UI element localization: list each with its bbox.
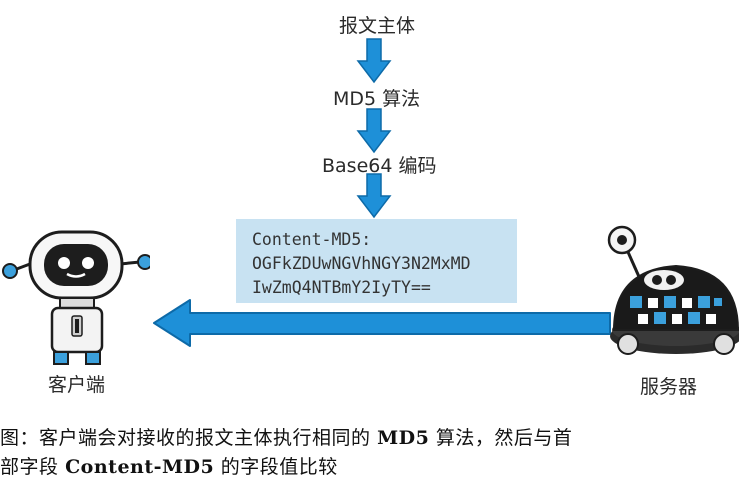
server-label: 服务器: [640, 376, 698, 398]
caption-line-1: 图：客户端会对接收的报文主体执行相同的 MD5 算法，然后与首: [0, 423, 572, 450]
down-arrow-icon: [356, 108, 392, 154]
down-arrow-icon: [356, 173, 392, 219]
server-robot-icon: [607, 225, 739, 355]
content-md5-box: Content-MD5: OGFkZDUwNGVhNGY3N2MxMD IwZm…: [236, 219, 517, 303]
content-md5-value-line1: OGFkZDUwNGVhNGY3N2MxMD: [252, 254, 471, 273]
caption-text: 算法，然后与首: [435, 427, 573, 449]
client-label: 客户端: [48, 374, 106, 396]
client-robot-icon: [2, 230, 150, 365]
caption-text: 的字段值比较: [220, 456, 338, 478]
caption-text: 图：客户端会对接收的报文主体执行相同的: [0, 427, 371, 449]
step-md5-label: MD5 算法: [333, 88, 421, 110]
caption-text: 部字段: [0, 456, 59, 478]
step-body-label: 报文主体: [339, 15, 416, 37]
caption-line-2: 部字段 Content-MD5 的字段值比较: [0, 452, 338, 479]
left-arrow-icon: [153, 299, 611, 347]
caption-bold-content-md5: Content-MD5: [65, 456, 215, 478]
content-md5-value-line2: IwZmQ4NTBmY2IyTY==: [252, 278, 431, 297]
content-md5-header: Content-MD5:: [252, 230, 372, 249]
step-base64-label: Base64 编码: [322, 155, 437, 177]
down-arrow-icon: [356, 38, 392, 84]
caption-bold-md5: MD5: [377, 427, 430, 449]
